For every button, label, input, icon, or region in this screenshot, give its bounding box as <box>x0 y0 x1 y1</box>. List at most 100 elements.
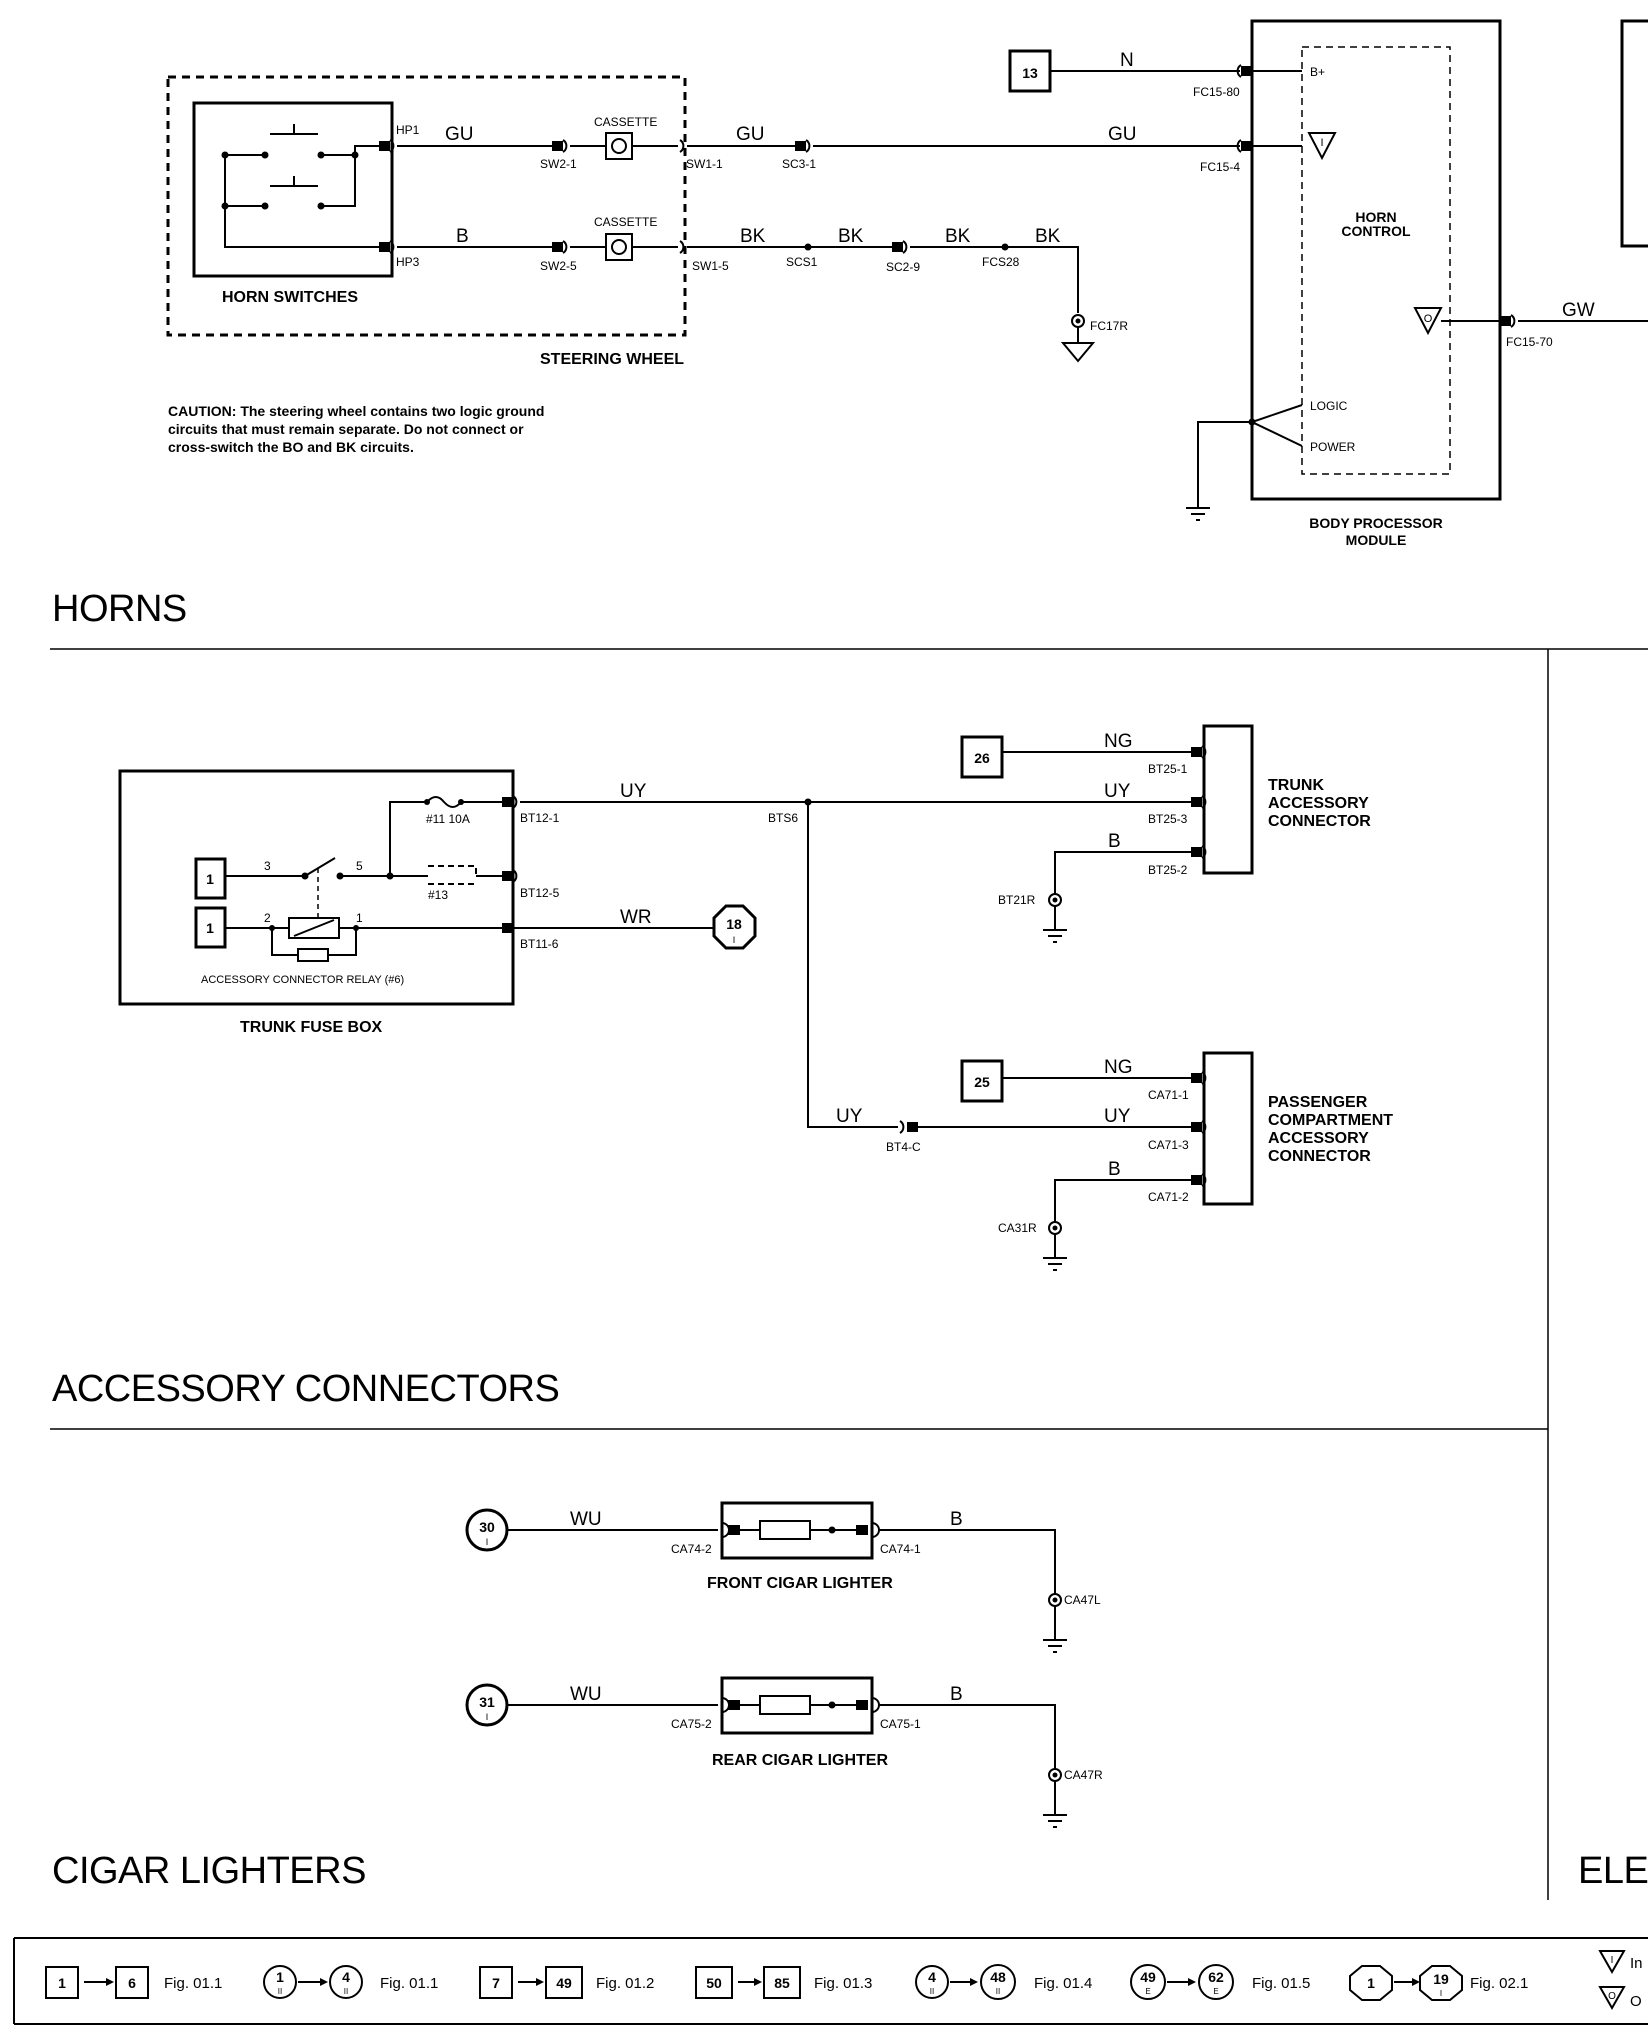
logic-label: LOGIC <box>1310 399 1348 413</box>
horn-control-1: HORN <box>1355 209 1396 225</box>
rear-cigar-label: REAR CIGAR LIGHTER <box>712 1752 888 1769</box>
pin-5-label: 5 <box>356 859 363 873</box>
legend-right-o-text: O <box>1630 1993 1642 2010</box>
scs1-label: SCS1 <box>786 255 818 269</box>
ca71-1-label: CA71-1 <box>1148 1088 1189 1102</box>
wire-label-wr: WR <box>620 907 652 928</box>
bt12-1-label: BT12-1 <box>520 811 560 825</box>
ref-25-label: 25 <box>974 1074 990 1090</box>
ref-box-1a <box>194 857 227 900</box>
bt12-5-label: BT12-5 <box>520 886 560 900</box>
tri-i-label: I <box>1320 137 1323 149</box>
legend-item-4: 50 85 Fig. 01.3 <box>695 1966 872 1999</box>
trunk-conn-1: TRUNK <box>1268 777 1324 794</box>
wire-label-uy-3: UY <box>836 1106 863 1127</box>
ref-18-sub: I <box>733 935 736 945</box>
bt25-2-label: BT25-2 <box>1148 863 1188 877</box>
ca75-1-label: CA75-1 <box>880 1717 921 1731</box>
wire-label-ng-2: NG <box>1104 1057 1133 1078</box>
legend-1-to: 6 <box>128 1975 136 1991</box>
fc17r-label: FC17R <box>1090 319 1128 333</box>
legend-item-6: 49 E 62 E Fig. 01.5 <box>1130 1964 1310 2000</box>
legend-4-to: 85 <box>774 1975 790 1991</box>
pass-conn-2: COMPARTMENT <box>1268 1112 1393 1129</box>
sw2-5-label: SW2-5 <box>540 259 577 273</box>
legend-7-to: 19 <box>1433 1971 1449 1987</box>
passenger-accessory-connector <box>1202 1051 1254 1206</box>
pass-conn-1: PASSENGER <box>1268 1094 1368 1111</box>
cassette-1-label: CASSETTE <box>594 115 657 129</box>
steering-wheel-boundary <box>166 75 687 337</box>
legend-5-to: 48 <box>990 1969 1006 1985</box>
ref-13-label: 13 <box>1022 65 1038 81</box>
legend-3-from: 7 <box>492 1975 500 1991</box>
section-title-right-partial: ELEC <box>1578 1850 1648 1892</box>
tri-o-label: O <box>1424 313 1433 325</box>
section-title-cigar: CIGAR LIGHTERS <box>52 1850 366 1892</box>
wire-label-ng-1: NG <box>1104 731 1133 752</box>
legend-2-from-sub: II <box>278 1987 282 1996</box>
wire-label-bk-2: BK <box>838 226 864 247</box>
legend-6-to-sub: E <box>1213 1987 1218 1996</box>
horn-switches-label: HORN SWITCHES <box>222 289 358 306</box>
wire-label-b-1: B <box>1108 831 1121 852</box>
legend-5-to-sub: II <box>996 1987 1000 1996</box>
front-cigar-label: FRONT CIGAR LIGHTER <box>707 1575 893 1592</box>
legend-item-2: 1 II 4 II Fig. 01.1 <box>263 1965 438 1999</box>
legend-right-i: I <box>1611 1955 1614 1966</box>
legend-2-from: 1 <box>276 1969 284 1985</box>
wire-label-uy-2: UY <box>1104 781 1131 802</box>
fuse-13-label: #13 <box>428 888 448 902</box>
fc15-80-label: FC15-80 <box>1193 85 1240 99</box>
pass-conn-3: ACCESSORY <box>1268 1130 1369 1147</box>
ref-octagon-18 <box>712 904 757 950</box>
pin-3-label: 3 <box>264 859 271 873</box>
relay-circuit <box>225 796 506 962</box>
front-cigar-lighter <box>720 1501 874 1560</box>
bpm-title-2: MODULE <box>1346 532 1407 548</box>
ref-26-label: 26 <box>974 750 990 766</box>
ref-31-sub: I <box>486 1712 489 1722</box>
wire-label-b: B <box>456 226 469 247</box>
wire-bk <box>379 233 1096 363</box>
fc15-70-label: FC15-70 <box>1506 335 1553 349</box>
legend-2-to: 4 <box>342 1969 350 1985</box>
fcs28-label: FCS28 <box>982 255 1020 269</box>
sw1-1-label: SW1-1 <box>686 157 723 171</box>
power-label: POWER <box>1310 440 1356 454</box>
caution-line-3: cross-switch the BO and BK circuits. <box>168 439 414 455</box>
wire-uy-main <box>520 798 1194 1134</box>
steering-wheel-label: STEERING WHEEL <box>540 351 684 368</box>
legend-item-5: 4 II 48 II Fig. 01.4 <box>915 1964 1092 2000</box>
bt21r-label: BT21R <box>998 893 1036 907</box>
wire-label-wu-1: WU <box>570 1509 602 1530</box>
legend-item-1: 1 6 Fig. 01.1 <box>45 1966 222 1999</box>
ca74-2-label: CA74-2 <box>671 1542 712 1556</box>
pass-conn-4: CONNECTOR <box>1268 1148 1371 1165</box>
wire-label-uy-4: UY <box>1104 1106 1131 1127</box>
ref-box-25 <box>960 1059 1004 1103</box>
legend-7-to-sub: I <box>1440 1989 1442 1998</box>
wire-label-b-3: B <box>950 1509 963 1530</box>
legend-6-fig: Fig. 01.5 <box>1252 1975 1310 1992</box>
trunk-fuse-box <box>118 769 515 1006</box>
ref-30-label: 30 <box>479 1519 495 1535</box>
wire-label-wu-2: WU <box>570 1684 602 1705</box>
cassette-2-label: CASSETTE <box>594 215 657 229</box>
ref-1a-label: 1 <box>206 871 214 887</box>
bplus-label: B+ <box>1310 65 1325 79</box>
rear-cigar-lighter <box>720 1676 874 1735</box>
section-title-horns: HORNS <box>52 588 187 630</box>
hp3-label: HP3 <box>396 255 420 269</box>
ca31r-label: CA31R <box>998 1221 1037 1235</box>
fuse-11-label: #11 10A <box>426 812 470 826</box>
legend-5-fig: Fig. 01.4 <box>1034 1975 1092 1992</box>
ref-18-label: 18 <box>726 916 742 932</box>
wire-label-bk-4: BK <box>1035 226 1061 247</box>
wire-label-gw: GW <box>1562 300 1595 321</box>
input-triangle-icon <box>1307 132 1337 161</box>
wire-label-bk-3: BK <box>945 226 971 247</box>
legend-4-fig: Fig. 01.3 <box>814 1975 872 1992</box>
trunk-conn-3: CONNECTOR <box>1268 813 1371 830</box>
sc3-1-label: SC3-1 <box>782 157 816 171</box>
